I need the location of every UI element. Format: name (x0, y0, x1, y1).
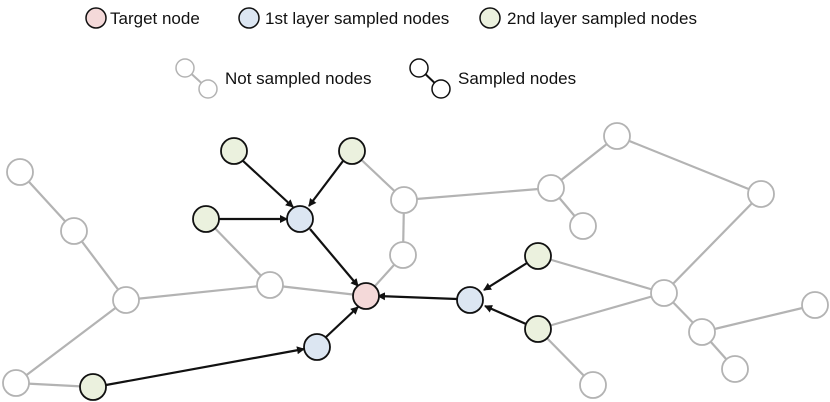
arrow-edge (484, 304, 527, 326)
legend-first-layer-swatch (238, 7, 260, 29)
not-sampled-node (569, 212, 597, 240)
second-layer-node (524, 242, 552, 270)
second-layer-node (79, 373, 107, 401)
target-node (352, 282, 380, 310)
not-sampled-node (801, 291, 829, 319)
sampled-edges (105, 159, 528, 387)
first-layer-node (303, 333, 331, 361)
legend-target-label: Target node (110, 9, 200, 28)
not-sampled-node (688, 318, 716, 346)
not-sampled-node (603, 122, 631, 150)
arrow-edge (325, 306, 359, 338)
edge (550, 135, 618, 189)
legend: Target node 1st layer sampled nodes 2nd … (85, 7, 697, 99)
second-layer-node (220, 137, 248, 165)
arrow-edge (377, 292, 458, 301)
edge (15, 299, 127, 384)
legend-not-sampled-label: Not sampled nodes (225, 69, 371, 88)
arrow-edge (105, 346, 305, 387)
edge (269, 283, 367, 298)
edge (663, 193, 762, 294)
edge (73, 230, 127, 301)
not-sampled-node (389, 241, 417, 269)
edge (616, 134, 762, 196)
not-sampled-node (6, 158, 34, 186)
edge (537, 254, 665, 295)
arrow-edge (241, 159, 294, 208)
edge (537, 291, 665, 331)
legend-sampled-icon (409, 58, 451, 99)
not-sampled-node (747, 180, 775, 208)
legend-second-layer-label: 2nd layer sampled nodes (507, 9, 697, 28)
edge (701, 303, 816, 334)
second-layer-node (524, 315, 552, 343)
edge (403, 186, 552, 202)
not-sampled-node (579, 371, 607, 399)
arrow-edge (308, 160, 344, 207)
not-sampled-node (256, 271, 284, 299)
not-sampled-node (537, 174, 565, 202)
edge (125, 283, 271, 302)
arrow-edge (483, 262, 528, 291)
edge (205, 218, 271, 286)
not-sampled-node (650, 279, 678, 307)
first-layer-nodes (286, 205, 484, 361)
not-sampled-node (721, 355, 749, 383)
not-sampled-node (2, 369, 30, 397)
legend-not-sampled-icon (175, 58, 218, 99)
second-layer-nodes (79, 137, 552, 401)
first-layer-node (456, 286, 484, 314)
legend-sampled-label: Sampled nodes (458, 69, 576, 88)
not-sampled-nodes (2, 122, 829, 399)
legend-target-swatch (85, 7, 107, 29)
not-sampled-node (60, 217, 88, 245)
not-sampled-node (112, 286, 140, 314)
legend-second-layer-swatch (479, 7, 501, 29)
not-sampled-edges (15, 134, 816, 389)
second-layer-node (192, 205, 220, 233)
arrow-edge (309, 228, 359, 287)
second-layer-node (338, 137, 366, 165)
not-sampled-node (390, 186, 418, 214)
first-layer-node (286, 205, 314, 233)
legend-first-layer-label: 1st layer sampled nodes (265, 9, 449, 28)
